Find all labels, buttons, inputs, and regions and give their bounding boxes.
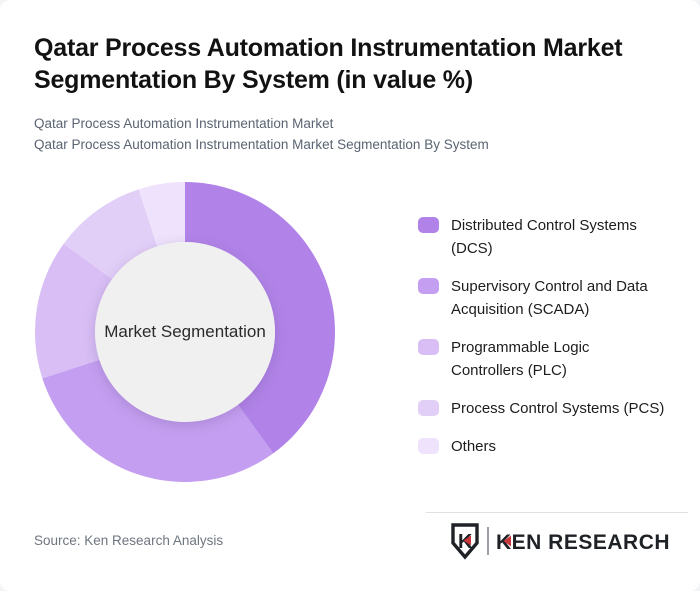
chart-legend: Distributed Control Systems (DCS) Superv… [418,214,684,458]
legend-item-plc: Programmable Logic Controllers (PLC) [418,336,684,382]
donut-segment-5 [138,182,185,247]
legend-swatch-dcs [418,217,439,233]
legend-label-others: Others [451,438,497,455]
shield-red-triangle [463,535,471,546]
donut-inner-circle [95,242,275,422]
legend-swatch-plc [418,339,439,355]
legend-item-others: Others [418,435,684,458]
legend-swatch-scada [418,278,439,294]
logo-divider [487,527,489,555]
brand-text: KEN RESEARCH [496,531,670,554]
legend-label-plc: Programmable Logic Controllers (PLC) [451,339,590,379]
brand-wordmark: KEN RESEARCH [496,531,670,554]
legend-item-scada: Supervisory Control and Data Acquisition… [418,275,684,321]
legend-label-pcs: Process Control Systems (PCS) [451,400,665,417]
page-title: Qatar Process Automation Instrumentation… [34,34,623,94]
donut-segment-4 [63,189,158,280]
legend-swatch-pcs [418,400,439,416]
shield-monogram: K [458,531,473,553]
donut-segment-1 [185,182,335,454]
legend-item-dcs: Distributed Control Systems (DCS) [418,214,684,260]
legend-swatch-others [418,438,439,454]
legend-label-scada: Supervisory Control and Data Acquisition… [451,278,648,318]
subtitle-line-2: Qatar Process Automation Instrumentation… [34,137,489,152]
source-note: Source: Ken Research Analysis [34,533,224,548]
subtitle-line-1: Qatar Process Automation Instrumentation… [34,116,334,131]
donut-segment-2 [42,359,274,482]
ken-research-shield-icon: K [451,523,479,560]
footer-logo-block: K KEN RESEARCH [426,512,688,560]
donut-chart: Market Segmentation [35,182,335,482]
donut-segment-3 [35,243,113,379]
subtitle-block: Qatar Process Automation Instrumentation… [34,113,666,155]
ken-research-logo: K KEN RESEARCH [426,522,688,560]
footer-divider [426,512,688,513]
donut-chart-svg [35,182,335,482]
legend-label-dcs: Distributed Control Systems (DCS) [451,217,637,257]
legend-item-pcs: Process Control Systems (PCS) [418,397,684,420]
brand-red-triangle [503,535,511,547]
